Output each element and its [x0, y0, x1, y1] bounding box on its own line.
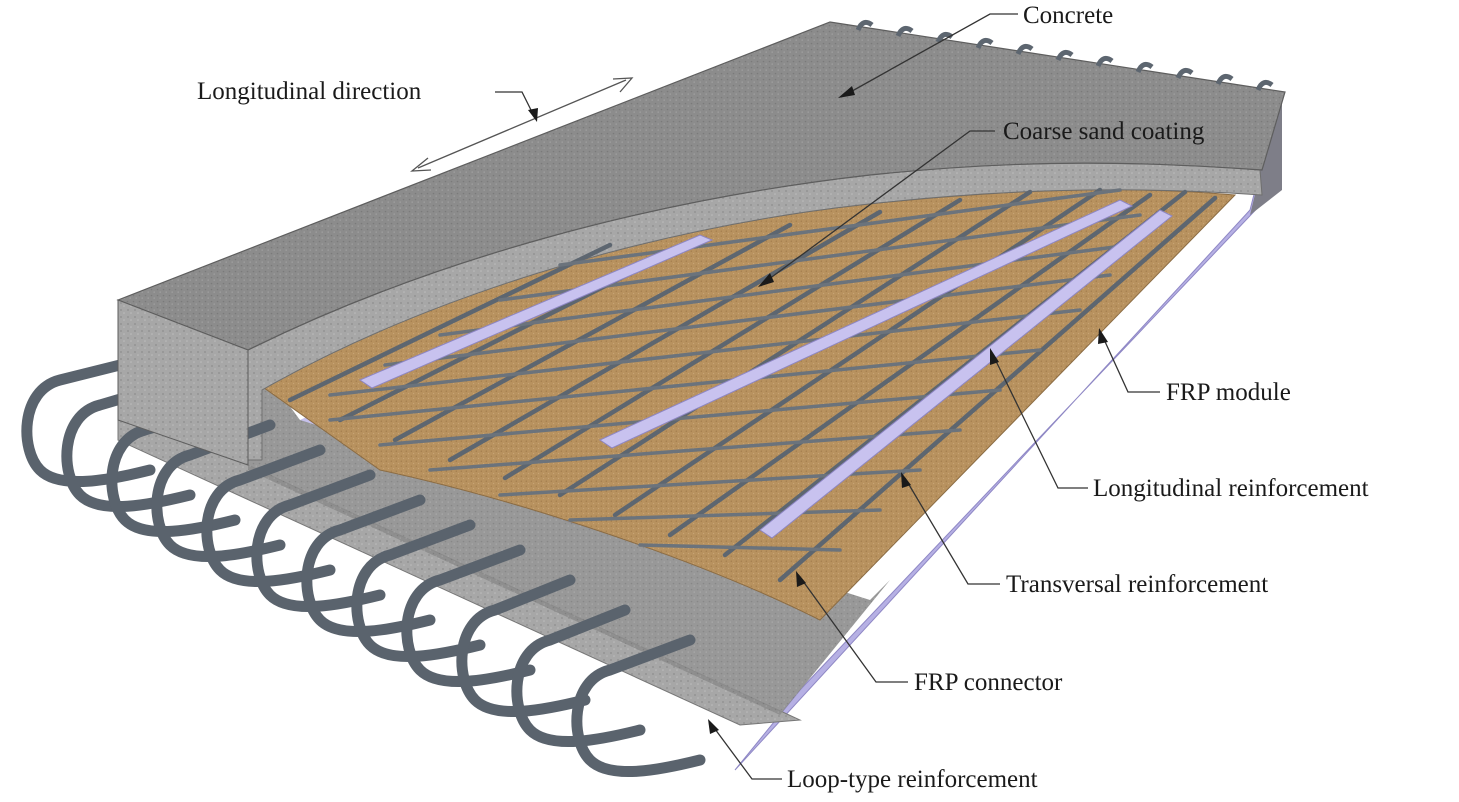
leader-lines	[495, 13, 1160, 780]
label-frp-connector: FRP connector	[914, 669, 1063, 696]
front-concrete-face	[117, 299, 249, 466]
label-frp-module: FRP module	[1166, 379, 1291, 406]
label-longitudinal-reinforcement: Longitudinal reinforcement	[1093, 475, 1369, 502]
longitudinal-direction-arrow	[410, 77, 634, 172]
far-edge-loops	[855, 19, 1274, 92]
frp-connectors	[358, 199, 1173, 539]
label-loop-type-reinforcement: Loop-type reinforcement	[787, 766, 1038, 793]
loop-reinforcement	[21, 354, 706, 777]
label-longitudinal-direction: Longitudinal direction	[197, 78, 422, 105]
transversal-rebars	[328, 188, 1142, 552]
label-concrete: Concrete	[1023, 2, 1114, 29]
label-transversal-reinforcement: Transversal reinforcement	[1006, 571, 1269, 598]
label-coarse-sand-coating: Coarse sand coating	[1003, 118, 1205, 145]
